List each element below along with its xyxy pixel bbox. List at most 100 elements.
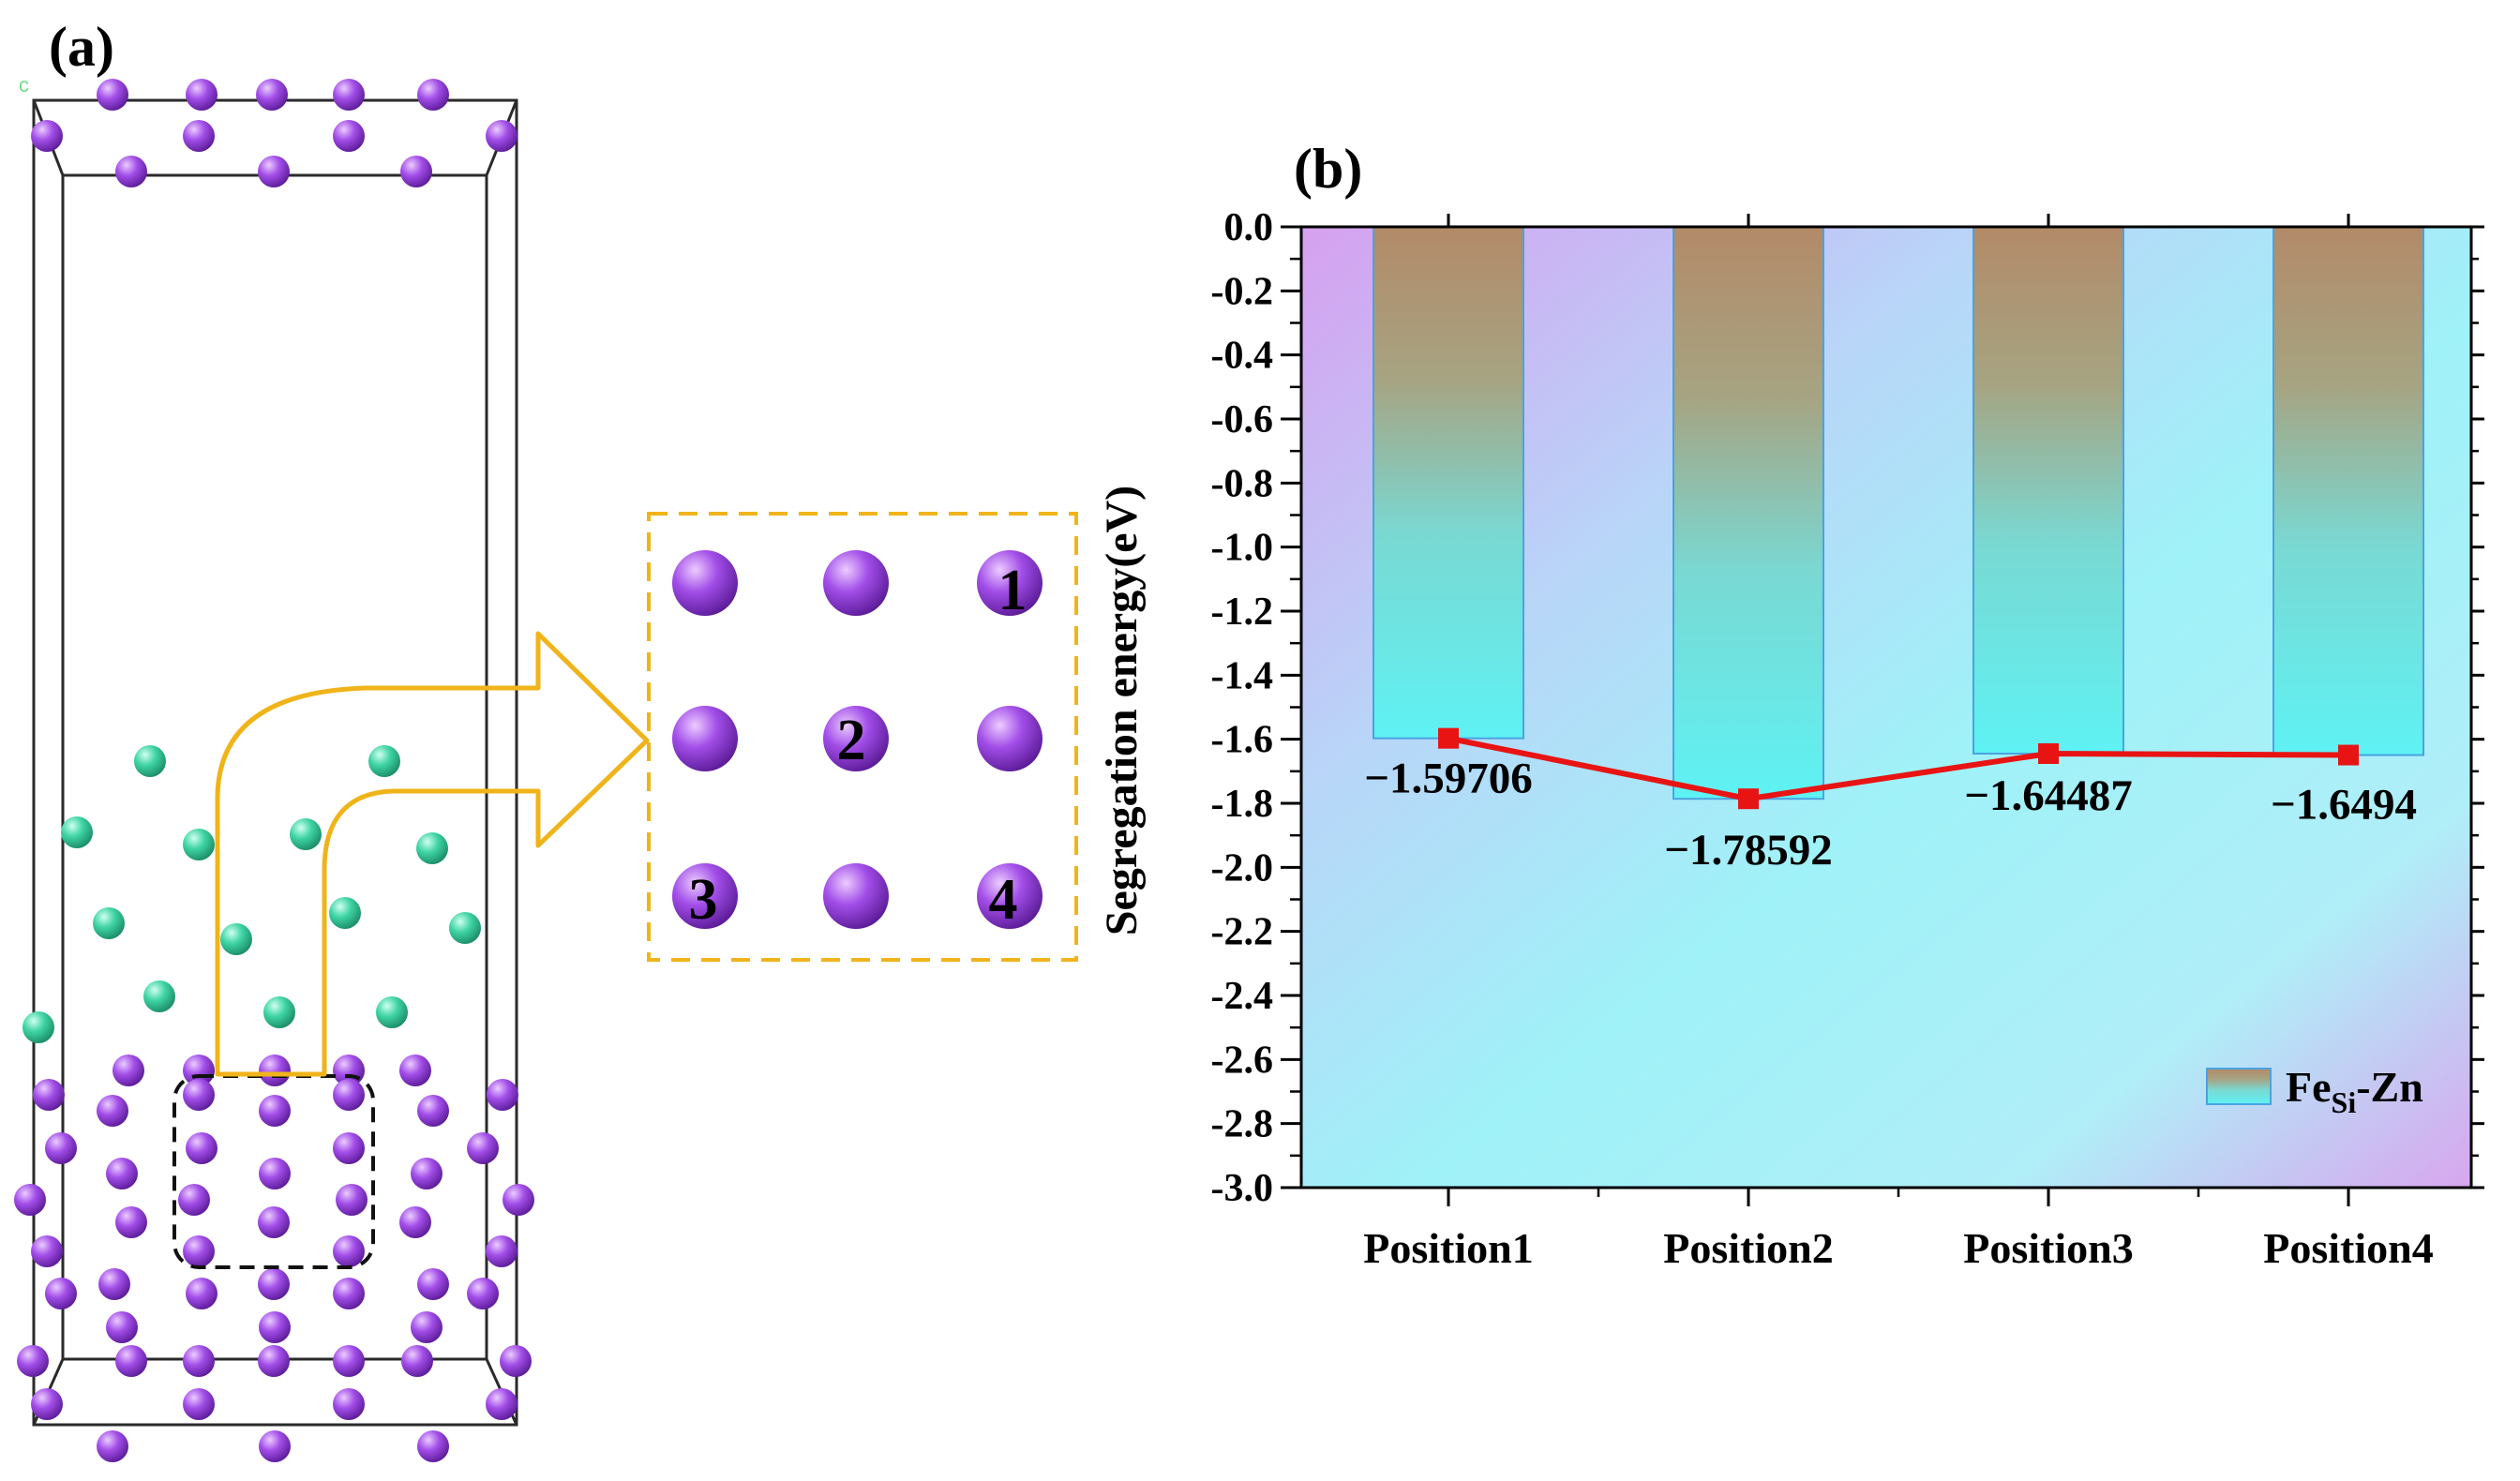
- y-tick-label: -2.2: [1211, 911, 1274, 954]
- si-atom: [45, 1132, 77, 1164]
- value-labels: −1.59706 −1.78592 −1.64487 −1.6494: [1364, 755, 2417, 875]
- si-atom: [417, 1095, 449, 1127]
- value-label: −1.6494: [2271, 781, 2417, 830]
- inset-atom: [672, 550, 738, 616]
- si-atom: [259, 1311, 291, 1343]
- si-atom: [14, 1184, 46, 1216]
- si-atom: [115, 1206, 147, 1238]
- zn-atom: [61, 816, 93, 848]
- y-tick-label: -0.4: [1211, 335, 1274, 378]
- x-tick-label: Position1: [1363, 1224, 1533, 1272]
- y-tick-label: -1.2: [1211, 591, 1274, 634]
- value-label: −1.64487: [1964, 771, 2133, 820]
- si-atom: [115, 1345, 147, 1377]
- si-atom: [333, 1278, 365, 1309]
- y-tick-label: -1.0: [1211, 527, 1274, 570]
- y-axis: 0.0 -0.2 -0.4 -0.6 -0.8 -1.0 -1.2 -1.4 -1.6 -1.8 -…: [1211, 206, 2484, 1210]
- si-atom: [500, 1345, 532, 1377]
- x-tick-label: Position2: [1663, 1224, 1833, 1272]
- zn-atom: [134, 745, 166, 777]
- si-atom: [186, 1132, 218, 1164]
- inset-number-3: 3: [689, 868, 718, 932]
- callout-arrow: [215, 631, 650, 1077]
- inset-box: [647, 512, 1078, 962]
- y-tick-label: -0.8: [1211, 462, 1274, 505]
- si-atom: [333, 1079, 365, 1111]
- si-atom: [186, 1278, 218, 1309]
- y-tick-label: -2.0: [1211, 846, 1274, 890]
- y-tick-label: -2.8: [1211, 1103, 1274, 1146]
- si-atom: [467, 1278, 499, 1309]
- value-label: −1.78592: [1664, 826, 1833, 875]
- si-atom: [259, 1430, 291, 1462]
- zn-atom: [93, 907, 125, 939]
- si-atom: [259, 1158, 291, 1189]
- trend-polyline: [1448, 735, 2349, 802]
- inset-atoms: [672, 550, 1042, 929]
- si-atom: [106, 1311, 138, 1343]
- inset-atom-2: [823, 706, 889, 771]
- inset-atom: [977, 706, 1042, 771]
- si-atom: [186, 79, 218, 111]
- si-atom: [33, 1079, 65, 1111]
- si-atom: [183, 1235, 215, 1267]
- si-atom: [486, 1235, 518, 1267]
- si-atom: [259, 1095, 291, 1127]
- si-atom: [258, 1345, 290, 1377]
- panel-a: (a) c 1 2 3 4: [14, 16, 1078, 1462]
- data-point: [2338, 744, 2359, 766]
- si-atom: [399, 1206, 431, 1238]
- si-atom: [98, 1268, 130, 1300]
- y-tick-label: -0.6: [1211, 398, 1274, 441]
- zn-atom: [22, 1011, 54, 1043]
- zn-atoms: [22, 745, 481, 1043]
- bar: [2272, 226, 2424, 756]
- inset-atom: [672, 706, 738, 771]
- zn-atom: [416, 832, 448, 864]
- data-point: [1438, 727, 1459, 749]
- inset-atom-1: [977, 550, 1042, 616]
- inset-atom-4: [977, 863, 1042, 929]
- zn-atom: [329, 897, 361, 929]
- inset-atom-3: [672, 863, 738, 929]
- legend-base: Fe: [2286, 1063, 2332, 1111]
- si-atom: [411, 1311, 442, 1343]
- si-atom: [399, 1055, 431, 1086]
- bar: [1972, 226, 2124, 755]
- si-atom: [411, 1158, 442, 1189]
- y-tick-label: -2.4: [1211, 975, 1274, 1018]
- si-atom: [333, 1132, 365, 1164]
- zn-atom: [220, 923, 252, 955]
- zn-atom: [183, 829, 215, 860]
- si-atom: [97, 79, 128, 111]
- bar: [1372, 226, 1524, 740]
- legend-suffix: -Zn: [2356, 1063, 2423, 1111]
- axis-c-label: c: [19, 73, 29, 97]
- panel-b-label: (b): [1294, 138, 1362, 200]
- si-atom: [487, 1079, 518, 1111]
- si-atom: [106, 1158, 138, 1189]
- inset-atom: [823, 550, 889, 616]
- legend-label: FeSi-Zn: [2286, 1063, 2423, 1119]
- zn-atom: [376, 996, 408, 1028]
- si-atom: [258, 1206, 290, 1238]
- y-tick-label: -1.4: [1211, 654, 1274, 697]
- si-atom: [333, 120, 365, 152]
- panel-a-label: (a): [49, 16, 114, 78]
- y-tick-label: -1.8: [1211, 783, 1274, 826]
- y-tick-label: -1.6: [1211, 719, 1274, 762]
- si-atom: [333, 1345, 365, 1377]
- y-tick-label: -0.2: [1211, 270, 1274, 313]
- value-label: −1.59706: [1364, 755, 1533, 803]
- si-atom: [486, 120, 518, 152]
- si-atom: [97, 1430, 128, 1462]
- zn-atom: [143, 980, 175, 1012]
- si-atom: [17, 1345, 49, 1377]
- bar: [1672, 226, 1824, 800]
- si-atom: [31, 1388, 63, 1420]
- bars: [1372, 226, 2424, 800]
- y-tick-label: 0.0: [1224, 206, 1274, 249]
- si-atom: [502, 1184, 534, 1216]
- y-tick-label: -3.0: [1211, 1167, 1274, 1210]
